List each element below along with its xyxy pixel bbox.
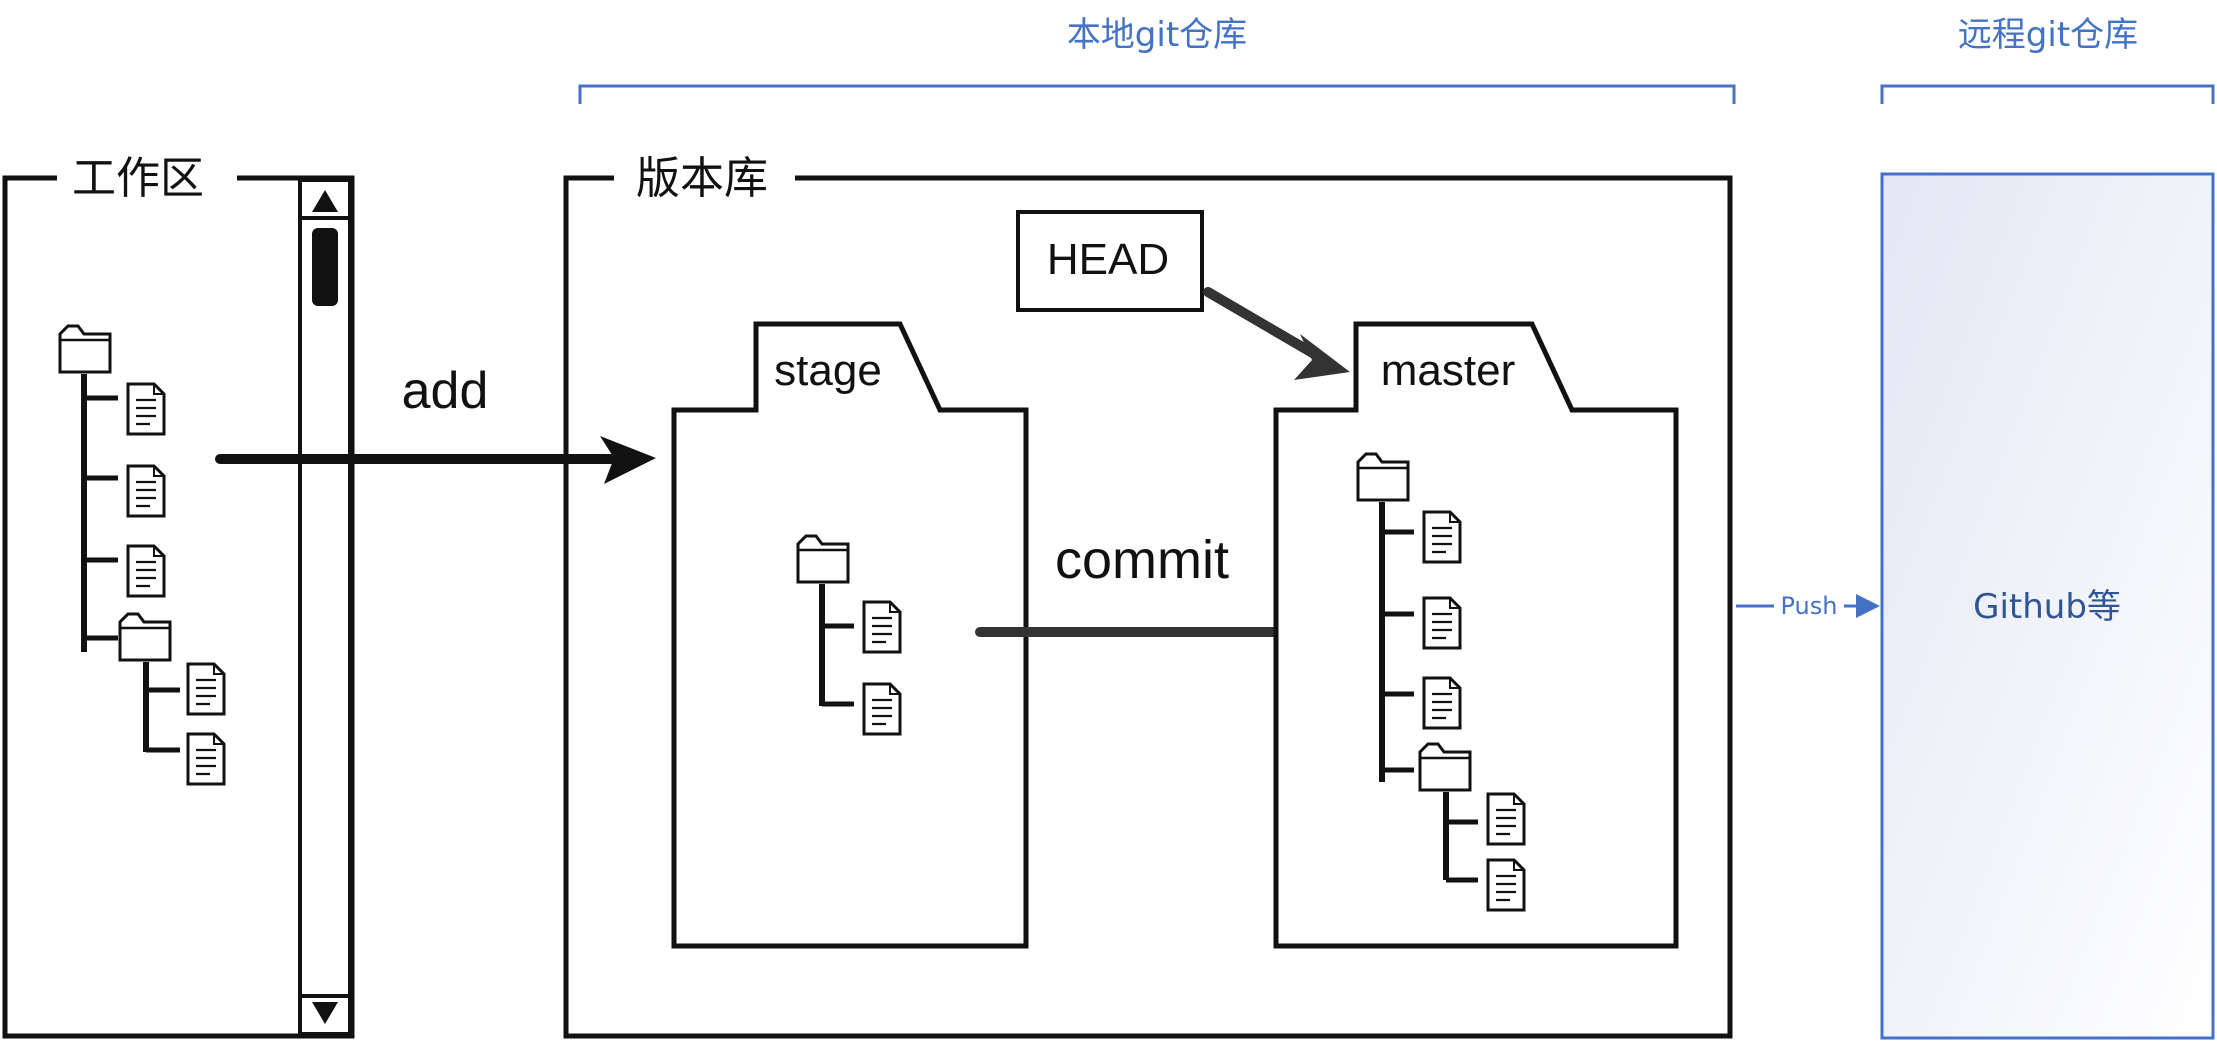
- head-label: HEAD: [1047, 235, 1169, 284]
- commit-label: commit: [1055, 530, 1229, 590]
- head-pointer-box: HEAD: [1016, 210, 1204, 312]
- local-repo-bracket: [578, 84, 1736, 104]
- file-icon: [126, 544, 166, 598]
- file-icon: [1422, 596, 1462, 650]
- file-icon: [862, 600, 902, 654]
- file-icon: [1486, 792, 1526, 846]
- master-label: master: [1381, 346, 1515, 395]
- folder-icon: [1356, 452, 1410, 502]
- head-to-master-arrow: [1203, 287, 1350, 380]
- file-icon: [862, 682, 902, 736]
- master-folder: master: [1273, 321, 1679, 949]
- file-icon: [126, 464, 166, 518]
- remote-repo-box: Github等: [1880, 172, 2215, 1040]
- file-icon: [126, 382, 166, 436]
- folder-icon: [58, 324, 112, 374]
- push-connector: Push: [1736, 592, 1880, 620]
- add-arrow: [215, 436, 656, 484]
- file-icon: [186, 662, 226, 716]
- file-icon: [1422, 510, 1462, 564]
- stage-label: stage: [774, 346, 882, 395]
- scroll-down-arrow-icon[interactable]: [312, 1002, 338, 1024]
- remote-repo-header: 远程git仓库: [1958, 15, 2138, 55]
- folder-icon: [796, 534, 850, 584]
- scroll-thumb[interactable]: [312, 228, 338, 306]
- stage-folder: stage: [671, 321, 1029, 949]
- master-file-tree: [1356, 452, 1526, 912]
- folder-icon: [118, 612, 172, 662]
- file-icon: [1422, 676, 1462, 730]
- scroll-up-arrow-icon[interactable]: [312, 190, 338, 212]
- local-repo-header: 本地git仓库: [1067, 15, 1247, 55]
- repository-panel: 版本库 HEAD stage comm: [563, 154, 1733, 1039]
- workspace-scrollbar[interactable]: [298, 178, 352, 1036]
- remote-label: Github等: [1973, 587, 2121, 627]
- file-icon: [1486, 858, 1526, 912]
- remote-repo-bracket: [1880, 84, 2215, 104]
- folder-icon: [1418, 742, 1472, 792]
- stage-file-tree: [796, 534, 902, 736]
- add-label: add: [402, 362, 489, 420]
- workspace-file-tree: [58, 324, 226, 786]
- repository-title: 版本库: [636, 154, 768, 203]
- push-arrowhead-icon: [1856, 594, 1880, 618]
- workspace-panel: 工作区: [2, 154, 355, 1039]
- file-icon: [186, 732, 226, 786]
- push-label: Push: [1781, 592, 1838, 620]
- workspace-title: 工作区: [72, 154, 204, 203]
